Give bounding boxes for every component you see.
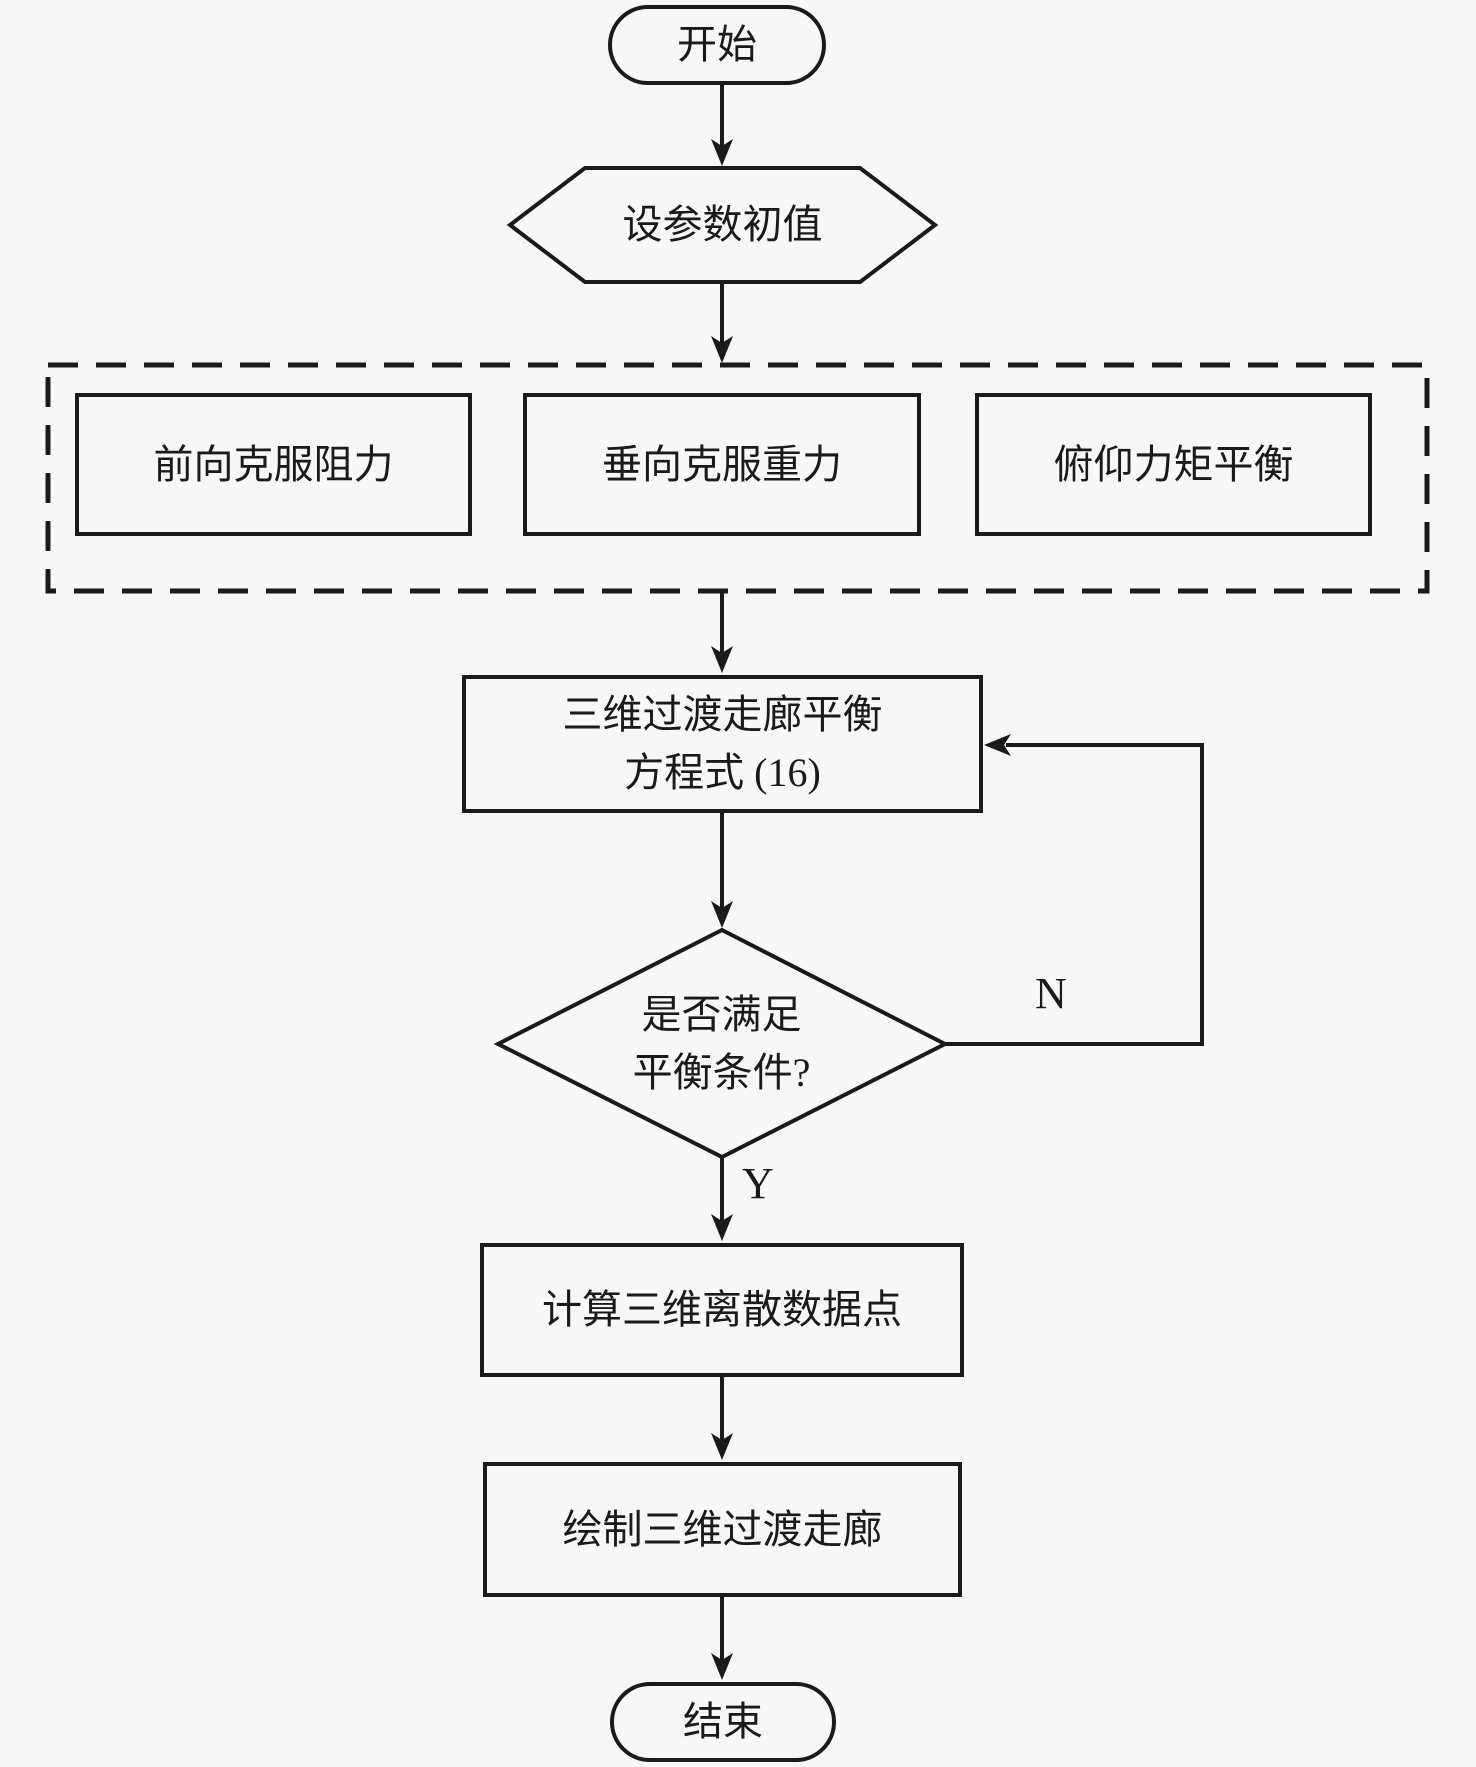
no-edge-label: N (1035, 969, 1067, 1018)
diamond-shape (493, 927, 950, 1160)
edge-no-loop (945, 743, 1204, 1046)
arrowhead (711, 1653, 733, 1680)
arrowhead (711, 646, 733, 673)
arrowhead (711, 901, 733, 928)
arrowhead-left (984, 734, 1011, 756)
constraint-group-border (45, 362, 1430, 594)
equation-box: 三维过渡走廊平衡 方程式 (16) (462, 675, 983, 813)
constraint-box-forward: 前向克服阻力 (75, 393, 472, 536)
constraint-box-pitch: 俯仰力矩平衡 (975, 393, 1372, 536)
equation-line2: 方程式 (16) (624, 750, 821, 795)
compute-points-box: 计算三维离散数据点 (480, 1243, 964, 1377)
decision-diamond: 是否满足 平衡条件? (498, 945, 945, 1143)
decision-line1: 是否满足 (641, 992, 802, 1037)
decision-line2: 平衡条件? (632, 1050, 811, 1095)
end-label: 结束 (683, 1699, 763, 1744)
arrowhead (711, 1433, 733, 1460)
draw-corridor-label: 绘制三维过渡走廊 (562, 1506, 883, 1552)
start-label: 开始 (677, 22, 757, 67)
start-terminal: 开始 (608, 5, 826, 85)
constraint-pitch-label: 俯仰力矩平衡 (1053, 441, 1294, 487)
draw-corridor-box: 绘制三维过渡走廊 (483, 1462, 962, 1597)
init-params-hexagon: 设参数初值 (510, 168, 935, 282)
constraint-box-vertical: 垂向克服重力 (523, 393, 921, 536)
arrowhead (711, 1214, 733, 1241)
arrowhead (711, 336, 733, 363)
end-terminal: 结束 (610, 1682, 836, 1762)
equation-line1: 三维过渡走廊平衡 (562, 692, 883, 737)
arrowhead (711, 139, 733, 166)
constraint-forward-label: 前向克服阻力 (153, 441, 394, 487)
compute-points-label: 计算三维离散数据点 (542, 1287, 902, 1332)
hexagon-shape (506, 166, 939, 284)
init-params-label: 设参数初值 (622, 202, 823, 247)
constraint-vertical-label: 垂向克服重力 (602, 441, 842, 487)
yes-edge-label: Y (742, 1159, 774, 1208)
